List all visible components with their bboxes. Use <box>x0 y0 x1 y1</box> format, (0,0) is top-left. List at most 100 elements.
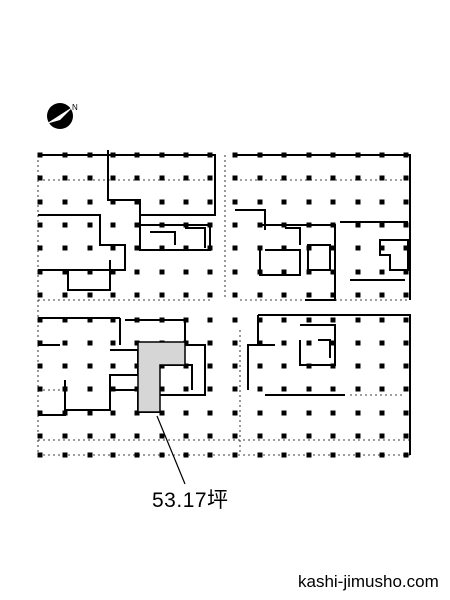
structural-column <box>62 269 68 275</box>
structural-column <box>379 410 385 416</box>
structural-column <box>62 199 68 205</box>
structural-column <box>183 245 189 251</box>
structural-column <box>306 386 312 392</box>
structural-column <box>183 452 189 458</box>
highlighted-area[interactable] <box>137 341 186 413</box>
structural-column <box>207 269 213 275</box>
structural-column <box>379 363 385 369</box>
structural-column <box>355 175 361 181</box>
structural-columns <box>37 152 409 458</box>
structural-column <box>379 452 385 458</box>
structural-column <box>62 292 68 298</box>
structural-column <box>37 245 43 251</box>
structural-column <box>306 269 312 275</box>
walls <box>38 150 411 455</box>
structural-column <box>37 363 43 369</box>
structural-column <box>232 317 238 323</box>
structural-column <box>37 269 43 275</box>
area-size-label: 53.17坪 <box>152 489 229 512</box>
structural-column <box>330 245 336 251</box>
structural-column <box>232 363 238 369</box>
structural-column <box>232 175 238 181</box>
structural-column <box>87 363 93 369</box>
structural-column <box>355 222 361 228</box>
structural-column <box>330 317 336 323</box>
structural-column <box>306 292 312 298</box>
structural-column <box>257 199 263 205</box>
structural-column <box>62 317 68 323</box>
structural-column <box>306 433 312 439</box>
structural-column <box>355 363 361 369</box>
structural-column <box>37 317 43 323</box>
structural-column <box>232 292 238 298</box>
structural-column <box>403 245 409 251</box>
structural-column <box>134 245 140 251</box>
structural-column <box>257 410 263 416</box>
structural-column <box>330 269 336 275</box>
structural-column <box>37 199 43 205</box>
structural-column <box>281 199 287 205</box>
structural-column <box>87 269 93 275</box>
structural-column <box>355 199 361 205</box>
structural-column <box>257 317 263 323</box>
structural-column <box>87 386 93 392</box>
structural-column <box>330 340 336 346</box>
structural-column <box>110 222 116 228</box>
structural-column <box>306 340 312 346</box>
structural-column <box>306 410 312 416</box>
structural-column <box>355 386 361 392</box>
structural-column <box>183 199 189 205</box>
structural-column <box>87 292 93 298</box>
structural-column <box>232 386 238 392</box>
structural-column <box>306 317 312 323</box>
structural-column <box>110 363 116 369</box>
structural-column <box>232 245 238 251</box>
structural-column <box>110 245 116 251</box>
structural-column <box>159 292 165 298</box>
structural-column <box>37 410 43 416</box>
structural-column <box>183 433 189 439</box>
structural-column <box>87 340 93 346</box>
structural-column <box>403 199 409 205</box>
structural-column <box>159 245 165 251</box>
structural-column <box>110 317 116 323</box>
structural-column <box>403 222 409 228</box>
structural-column <box>403 317 409 323</box>
structural-column <box>110 175 116 181</box>
structural-column <box>355 410 361 416</box>
structural-column <box>159 386 165 392</box>
structural-column <box>379 340 385 346</box>
structural-column <box>110 292 116 298</box>
structural-column <box>87 245 93 251</box>
structural-column <box>62 222 68 228</box>
structural-column <box>379 433 385 439</box>
north-compass-icon: N <box>46 103 78 129</box>
structural-column <box>37 222 43 228</box>
structural-column <box>37 433 43 439</box>
structural-column <box>379 199 385 205</box>
structural-column <box>355 433 361 439</box>
structural-column <box>281 269 287 275</box>
structural-column <box>207 363 213 369</box>
structural-column <box>355 292 361 298</box>
structural-column <box>379 269 385 275</box>
structural-column <box>257 340 263 346</box>
structural-column <box>403 452 409 458</box>
structural-column <box>281 292 287 298</box>
structural-column <box>62 363 68 369</box>
structural-column <box>110 410 116 416</box>
structural-column <box>403 269 409 275</box>
structural-column <box>134 269 140 275</box>
structural-column <box>207 433 213 439</box>
structural-column <box>62 245 68 251</box>
structural-column <box>232 340 238 346</box>
structural-column <box>62 340 68 346</box>
site-watermark: kashi-jimusho.com <box>298 572 439 591</box>
structural-column <box>330 410 336 416</box>
structural-column <box>134 199 140 205</box>
structural-column <box>62 433 68 439</box>
structural-column <box>257 175 263 181</box>
structural-column <box>379 386 385 392</box>
structural-column <box>207 340 213 346</box>
